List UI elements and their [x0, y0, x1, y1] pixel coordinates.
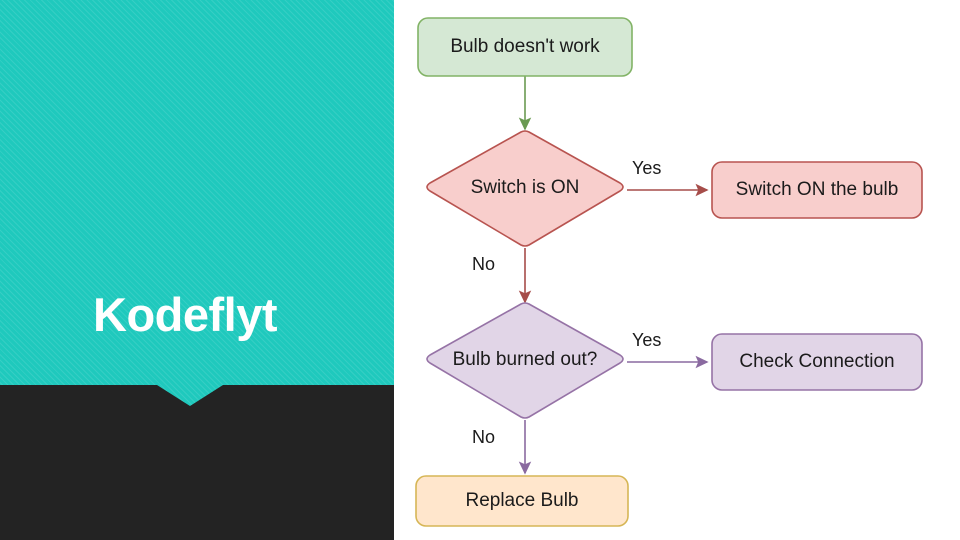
- node-check-connection[interactable]: [711, 333, 923, 391]
- node-switch-on[interactable]: [426, 130, 624, 247]
- node-replace-bulb[interactable]: [415, 475, 629, 527]
- brand-panel: Kodeflyt: [0, 0, 394, 540]
- flowchart: Bulb doesn't work Switch is ON Switch ON…: [394, 0, 960, 540]
- node-burned-out[interactable]: [426, 302, 624, 419]
- brand-teal-striped-block: [0, 0, 394, 406]
- node-switch-on-bulb[interactable]: [711, 161, 923, 219]
- flowchart-svg: [415, 17, 923, 527]
- node-start[interactable]: [417, 17, 633, 77]
